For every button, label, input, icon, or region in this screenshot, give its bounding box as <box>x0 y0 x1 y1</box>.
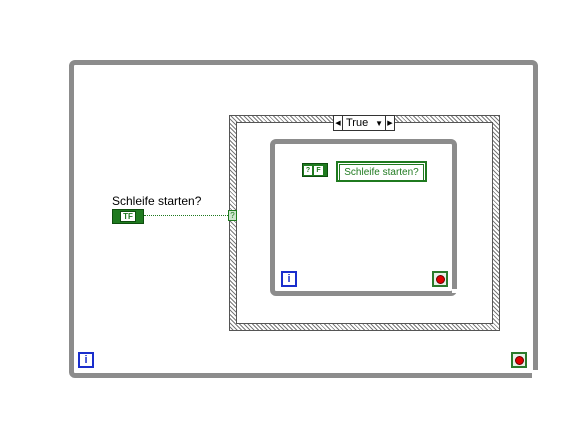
boolean-control-label: Schleife starten? <box>112 194 202 208</box>
case-structure-body <box>237 123 492 323</box>
outer-while-loop[interactable] <box>69 60 538 378</box>
case-selector[interactable]: ◀ True ▼ ▶ <box>333 115 395 131</box>
boolean-wire[interactable] <box>144 215 230 216</box>
outer-stop-terminal[interactable] <box>511 352 527 368</box>
outer-loop-notch <box>532 370 542 378</box>
inner-iteration-terminal[interactable]: i <box>281 271 297 287</box>
boolean-control-terminal[interactable]: TF <box>112 209 144 224</box>
case-dropdown-icon[interactable]: ▼ <box>375 118 383 128</box>
local-variable-label-text: Schleife starten? <box>339 164 424 181</box>
local-variable-type-icon: F <box>314 165 323 175</box>
case-selector-value: True <box>346 117 369 129</box>
boolean-tf-icon: TF <box>120 211 136 222</box>
local-variable-node[interactable]: ? F <box>302 163 328 177</box>
inner-stop-terminal[interactable] <box>432 271 448 287</box>
stop-icon <box>514 355 524 365</box>
local-variable-query-icon: ? <box>304 165 312 175</box>
case-selector-tunnel[interactable]: ? <box>228 210 237 221</box>
decrement-case-icon[interactable]: ◀ <box>334 116 343 130</box>
outer-iteration-terminal[interactable]: i <box>78 352 94 368</box>
local-variable-label[interactable]: Schleife starten? <box>336 161 427 182</box>
inner-while-loop[interactable] <box>270 139 457 296</box>
inner-loop-notch <box>452 289 460 293</box>
stop-icon <box>435 274 445 284</box>
increment-case-icon[interactable]: ▶ <box>385 116 394 130</box>
